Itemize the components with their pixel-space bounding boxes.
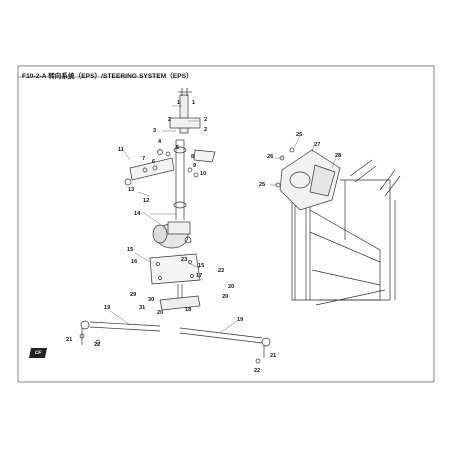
callout-17: 17 [196, 273, 202, 279]
left-tie-rod [79, 320, 161, 345]
callout-23: 23 [181, 257, 187, 263]
eps-frame-bracket [275, 147, 341, 211]
callout-2b: 2 [204, 117, 207, 123]
callout-18: 18 [185, 307, 191, 313]
vehicle-frame [291, 159, 401, 306]
callout-2a: 2 [168, 117, 171, 123]
right-tie-rod [179, 327, 271, 364]
callout-25b: 25 [259, 182, 265, 188]
callout-11: 11 [118, 147, 124, 153]
callout-12: 12 [143, 198, 149, 204]
callout-2c: 2 [204, 127, 207, 133]
callout-25a: 25 [296, 132, 302, 138]
callout-16: 16 [131, 259, 137, 265]
callout-22b: 22 [218, 268, 224, 274]
callout-21b: 21 [270, 353, 276, 359]
callout-15b: 15 [198, 263, 204, 269]
callout-27: 27 [314, 142, 320, 148]
steering-column [169, 88, 201, 220]
callout-28: 28 [335, 153, 341, 159]
callout-13: 13 [128, 187, 134, 193]
callout-7: 7 [142, 156, 145, 162]
eps-motor-unit [152, 221, 192, 249]
diagram-title: F10-2-A 转向系统（EPS）/STEERING SYSTEM（EPS） [22, 73, 193, 80]
callout-5: 5 [176, 145, 179, 151]
callout-20b: 20 [222, 294, 228, 300]
callout-3: 3 [153, 128, 156, 134]
callout-20c: 20 [228, 284, 234, 290]
callout-29: 29 [130, 292, 136, 298]
callout-10: 10 [200, 171, 206, 177]
callout-26: 26 [267, 154, 273, 160]
upper-bracket-parts [124, 149, 216, 186]
callout-31: 31 [139, 305, 145, 311]
callout-22a: 22 [94, 342, 100, 348]
callout-15a: 15 [127, 247, 133, 253]
callout-6: 6 [152, 159, 155, 165]
mounting-plate [149, 253, 201, 300]
callout-19b: 19 [237, 317, 243, 323]
callout-4: 4 [158, 139, 162, 145]
callout-30: 30 [148, 297, 154, 303]
pitman-arm [159, 295, 201, 311]
callout-21a: 21 [66, 337, 72, 343]
callout-19a: 19 [104, 305, 110, 311]
callout-14: 14 [134, 211, 141, 217]
callout-1: 1 [177, 100, 180, 106]
callout-8: 8 [191, 154, 194, 160]
callout-22c: 22 [254, 368, 260, 374]
drawing-border [17, 65, 435, 383]
callout-9: 9 [193, 163, 196, 169]
callout-1b: 1 [192, 100, 195, 106]
callout-20a: 20 [157, 310, 163, 316]
